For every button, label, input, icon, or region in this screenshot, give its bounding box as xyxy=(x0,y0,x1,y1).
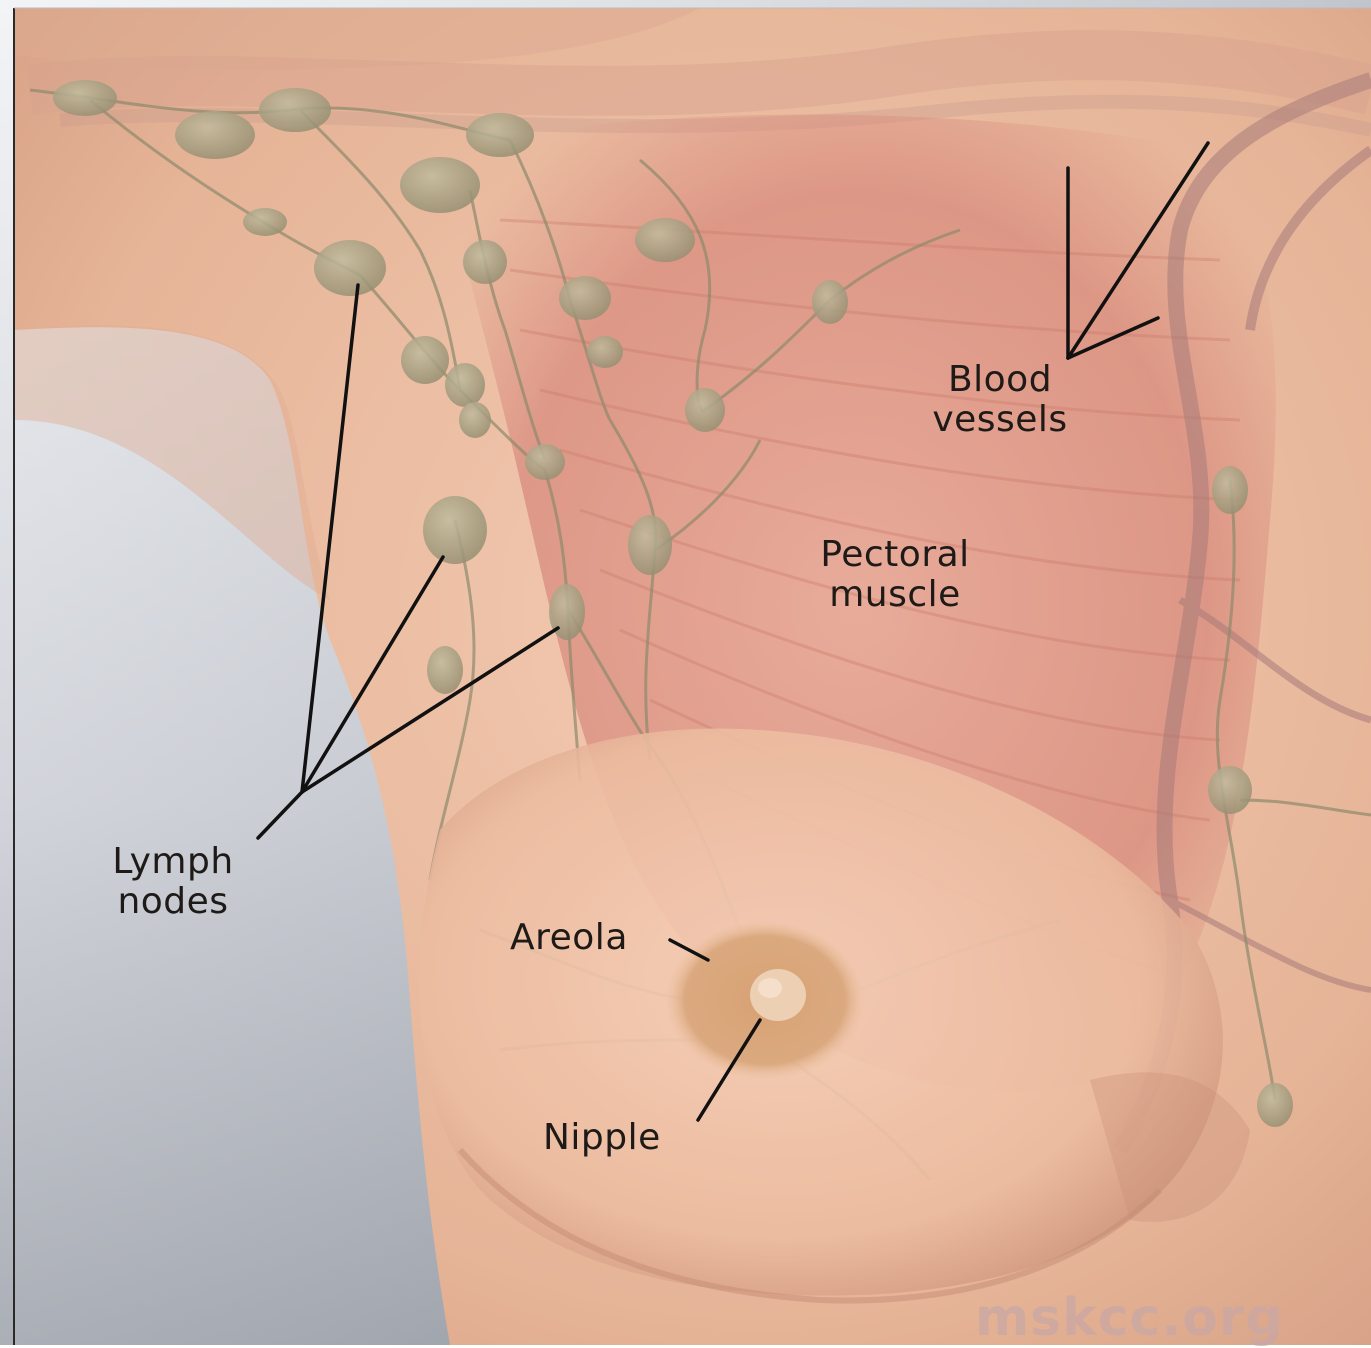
blood-vessels-label-line-1: Blood xyxy=(910,360,1090,400)
blood-vessels-label-line-2: vessels xyxy=(910,400,1090,440)
pectoral-muscle-label-line-1: Pectoral xyxy=(790,535,1000,575)
pectoral-muscle-label: Pectoral muscle xyxy=(790,535,1000,615)
watermark: mskcc.org xyxy=(975,1290,1284,1346)
nipple-label: Nipple xyxy=(543,1118,661,1158)
lymph-nodes-label: Lymph nodes xyxy=(88,842,258,922)
lymph-nodes-label-line-2: nodes xyxy=(88,882,258,922)
pectoral-muscle-label-line-2: muscle xyxy=(790,575,1000,615)
blood-vessels-label: Blood vessels xyxy=(910,360,1090,440)
lymph-nodes-label-line-1: Lymph xyxy=(88,842,258,882)
areola-label: Areola xyxy=(510,918,628,958)
